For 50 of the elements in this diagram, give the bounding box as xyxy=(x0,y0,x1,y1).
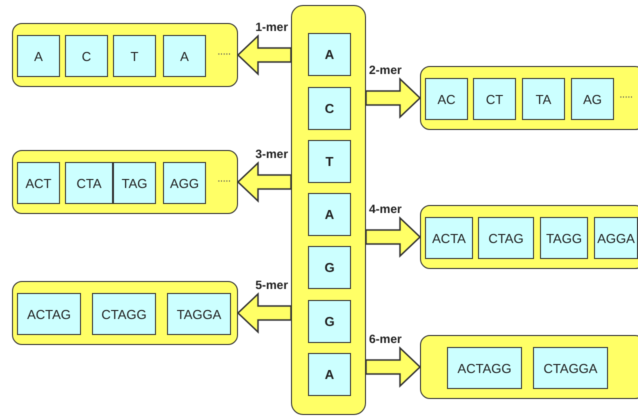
edge-label: 3-mer xyxy=(255,147,288,161)
block-arrow xyxy=(236,161,292,203)
kmer-group-box xyxy=(12,150,238,214)
kmer-box: C xyxy=(65,35,108,77)
kmer-box: TA xyxy=(522,78,565,120)
nucleotide-box: A xyxy=(308,33,351,76)
kmer-box: TAG xyxy=(113,162,156,204)
kmer-box: A xyxy=(163,35,206,77)
sequence-column xyxy=(291,5,366,415)
edge-label: 2-mer xyxy=(369,63,402,77)
kmer-box: ACTA xyxy=(425,217,473,259)
ellipsis: ····· xyxy=(619,91,632,103)
nucleotide-box: A xyxy=(308,193,351,236)
kmer-group-box xyxy=(12,23,238,87)
kmer-box: CTAG xyxy=(478,217,534,259)
kmer-group-box xyxy=(420,66,638,130)
nucleotide-box: C xyxy=(308,87,351,130)
block-arrow xyxy=(365,216,422,258)
kmer-box: AC xyxy=(425,78,468,120)
block-arrow xyxy=(236,34,292,76)
kmer-box: AGGA xyxy=(594,217,638,259)
kmer-box: TAGGA xyxy=(167,293,231,335)
kmer-box: AGG xyxy=(163,162,206,204)
kmer-box: TAGG xyxy=(540,217,588,259)
ellipsis: ····· xyxy=(217,175,230,187)
nucleotide-box: G xyxy=(308,246,351,289)
kmer-box: CTA xyxy=(65,162,113,204)
kmer-box: ACT xyxy=(17,162,60,204)
kmer-group-box xyxy=(12,281,238,345)
nucleotide-box: T xyxy=(308,140,351,183)
kmer-box: CTAGGA xyxy=(533,347,608,389)
nucleotide-box: A xyxy=(308,353,351,396)
edge-label: 4-mer xyxy=(369,202,402,216)
kmer-box: T xyxy=(113,35,156,77)
edge-label: 5-mer xyxy=(255,278,288,292)
kmer-box: AG xyxy=(571,78,614,120)
nucleotide-box: G xyxy=(308,300,351,343)
kmer-box: ACTAG xyxy=(17,293,81,335)
block-arrow xyxy=(365,77,422,119)
block-arrow xyxy=(365,346,422,388)
kmer-box: CT xyxy=(473,78,516,120)
kmer-box: A xyxy=(17,35,60,77)
kmer-box: ACTAGG xyxy=(447,347,522,389)
edge-label: 6-mer xyxy=(369,332,402,346)
edge-label: 1-mer xyxy=(255,20,288,34)
kmer-box: CTAGG xyxy=(92,293,156,335)
ellipsis: ····· xyxy=(217,48,230,60)
kmer-group-box xyxy=(420,335,638,399)
kmer-group-box xyxy=(420,205,638,269)
block-arrow xyxy=(236,292,292,334)
